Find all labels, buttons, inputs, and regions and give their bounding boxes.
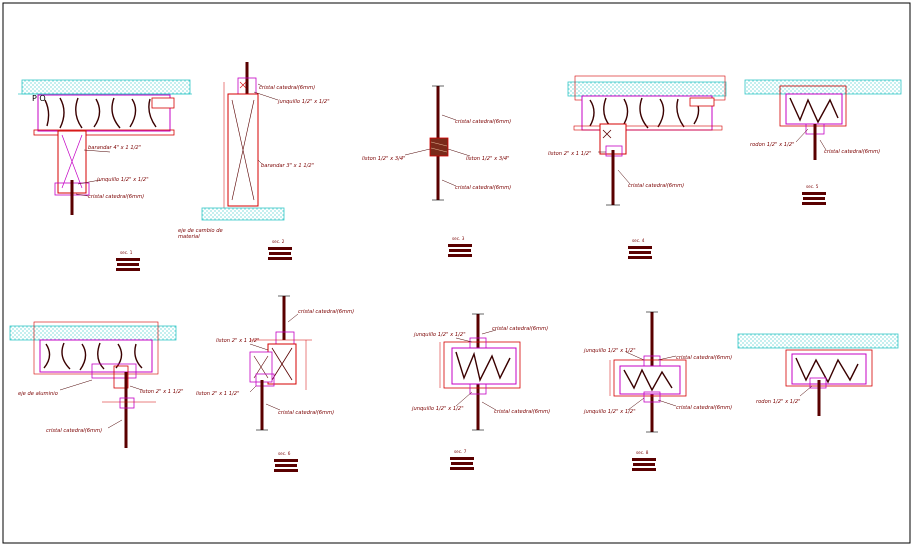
label-liston-right: liston 1/2" x 3/4" (466, 156, 510, 162)
svg-text:sec. 6: sec. 6 (278, 451, 291, 456)
floor-slab (201, 207, 285, 221)
detail-6: eje de aluminio liston 2" x 1 1/2" crist… (9, 321, 183, 448)
wood-beam (39, 339, 153, 373)
label-junquillo-top: junquillo 1/2" x 1/2" (583, 348, 636, 354)
label-junquillo-bottom: junquillo 1/2" x 1/2" (411, 406, 464, 412)
section-5-title: sec. 5 (802, 184, 826, 205)
liston-block (429, 137, 449, 157)
label-junquillo: junquillo 1/2" x 1/2" (96, 177, 149, 183)
detail-4: liston 2" x 1 1/2" cristal catedral(6mm) (548, 75, 727, 206)
label-cristal: cristal catedral(6mm) (824, 149, 880, 155)
label-cristal-bottom: cristal catedral(6mm) (494, 409, 550, 415)
detail-3: cristal catedral(6mm) liston 1/2" x 3/4"… (362, 85, 511, 201)
wood-beam (37, 94, 171, 132)
label-cristal: cristal catedral(6mm) (259, 85, 315, 91)
label-rodon: rodon 1/2" x 1/2" (756, 399, 801, 405)
detail-9: junquillo 1/2" x 1/2" cristal catedral(6… (583, 311, 732, 433)
section-1-title: sec. 1 (116, 250, 140, 271)
svg-text:sec. 5: sec. 5 (806, 184, 819, 189)
label-cristal: cristal catedral(6mm) (628, 183, 684, 189)
label-cristal-bottom: cristal catedral(6mm) (455, 185, 511, 191)
label-eje-cambio-2: material (178, 234, 200, 240)
label-liston-top: liston 2" x 1 1/2" (216, 338, 259, 344)
detail-2: cristal catedral(6mm) junquillo 1/2" x 1… (178, 62, 330, 240)
detail-8: junquillo 1/2" x 1/2" cristal catedral(6… (411, 313, 550, 431)
section-3-title: sec. 3 (448, 236, 472, 257)
detail-1: P O barandar 4" x 1 1/2" junquillo 1/2" … (18, 79, 192, 215)
section-6-title: sec. 6 (274, 451, 298, 472)
label-eje: eje de aluminio (18, 391, 58, 397)
section-7-title: sec. 7 (450, 449, 474, 470)
detail-10: rodon 1/2" x 1/2" (737, 333, 899, 416)
section-2-title: sec. 2 (268, 239, 292, 260)
label-cristal-bottom: cristal catedral(6mm) (278, 410, 334, 416)
ceiling-slab (21, 79, 191, 95)
label-junquillo-top: junquillo 1/2" x 1/2" (413, 332, 466, 338)
svg-text:sec. 4: sec. 4 (632, 238, 645, 243)
label-liston-bottom: liston 2" x 1 1/2" (196, 391, 239, 397)
svg-text:sec. 1: sec. 1 (120, 250, 133, 255)
label-liston-left: liston 1/2" x 3/4" (362, 156, 406, 162)
section-8-title: sec. 8 (632, 450, 656, 471)
label-cristal-top: cristal catedral(6mm) (298, 309, 354, 315)
svg-text:sec. 7: sec. 7 (454, 449, 467, 454)
label-liston: liston 2" x 1 1/2" (548, 151, 591, 157)
label-cristal: cristal catedral(6mm) (88, 194, 144, 200)
label-liston: liston 2" x 1 1/2" (140, 389, 183, 395)
detail-7: cristal catedral(6mm) liston 2" x 1 1/2"… (196, 295, 354, 431)
wood-grain (44, 97, 157, 129)
label-cristal-bottom: cristal catedral(6mm) (676, 405, 732, 411)
label-cristal: cristal catedral(6mm) (46, 428, 102, 434)
label-cristal-top: cristal catedral(6mm) (455, 119, 511, 125)
svg-text:sec. 8: sec. 8 (636, 450, 649, 455)
label-junquillo: junquillo 1/2" x 1/2" (277, 99, 330, 105)
corner-mark: P O (32, 94, 46, 103)
label-barandar-4: barandar 4" x 1 1/2" (88, 145, 141, 151)
label-rodon: rodon 1/2" x 1/2" (750, 142, 795, 148)
detail-5: rodon 1/2" x 1/2" cristal catedral(6mm) (744, 79, 902, 160)
svg-text:sec. 2: sec. 2 (272, 239, 285, 244)
svg-text:sec. 3: sec. 3 (452, 236, 465, 241)
label-cristal-top: cristal catedral(6mm) (492, 326, 548, 332)
label-eje-cambio-1: eje de cambio de (178, 228, 223, 234)
section-4-title: sec. 4 (628, 238, 652, 259)
label-barandar-3: barandar 3" x 1 1/2" (261, 163, 314, 169)
label-junquillo-bottom: junquillo 1/2" x 1/2" (583, 409, 636, 415)
label-cristal-top: cristal catedral(6mm) (676, 355, 732, 361)
